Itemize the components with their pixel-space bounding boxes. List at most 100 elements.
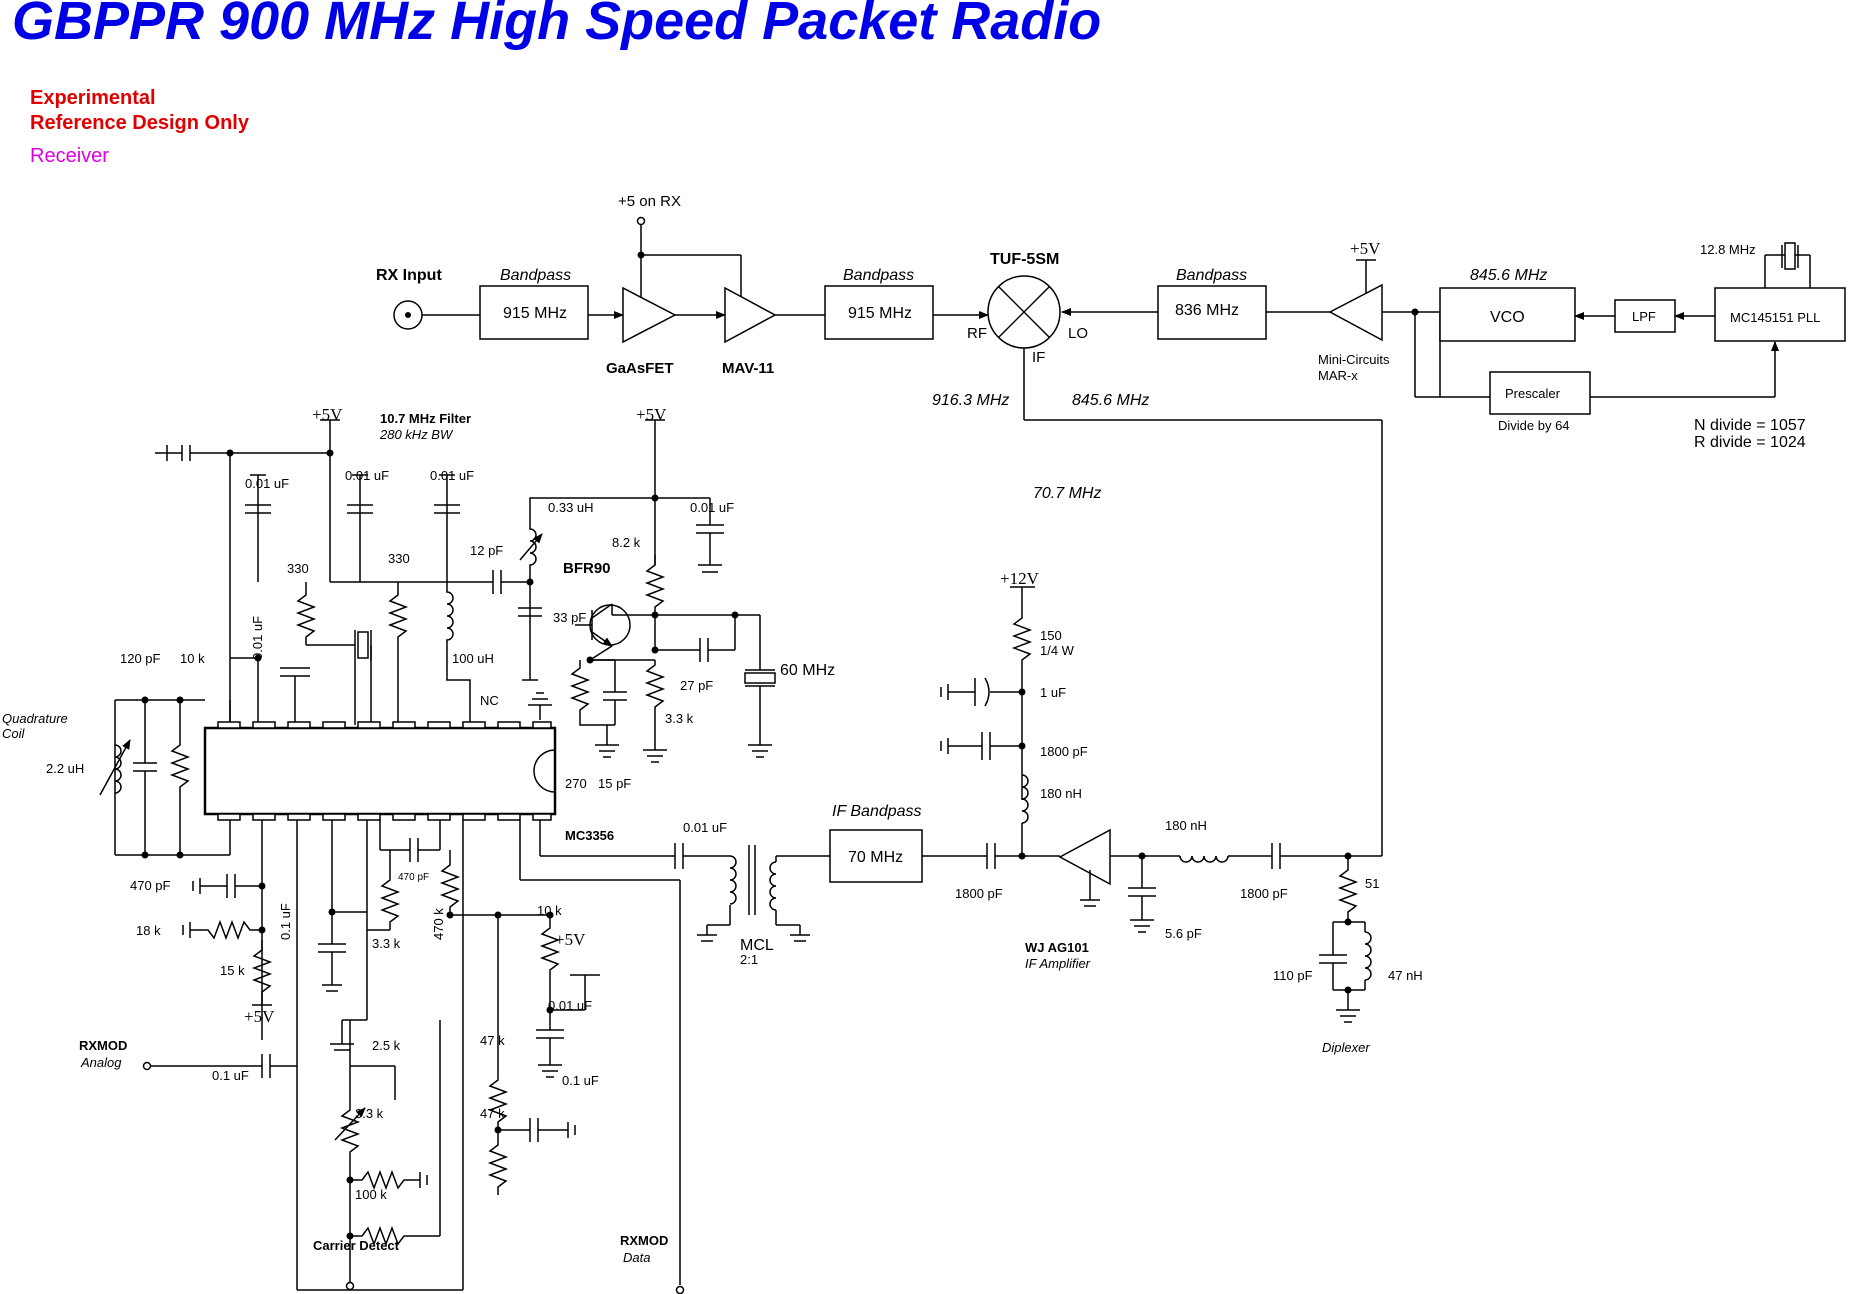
prescaler-label: Prescaler [1505,386,1561,401]
prescaler-block [1489,371,1591,415]
bfr90-label: BFR90 [563,560,611,577]
cap-001-vertical: 0.01 uF [250,616,265,660]
res-33k: 3.3 k [665,711,694,726]
analog-label: Analog [80,1055,122,1070]
rx-input-label: RX Input [376,267,442,284]
mav11-amplifier [724,286,777,344]
rxmod-analog-label: RXMOD [79,1038,127,1053]
if-supply-2: +5V [636,405,667,424]
if-bandpass-70mhz [829,829,923,883]
labels: +5 on RX RX Input Bandpass 915 MHz GaAsF… [2,193,1820,1265]
ind-100u: 100 uH [452,651,494,666]
cap-001-bottom: 0.01 uF [548,998,592,1013]
bandpass-freq-3: 836 MHz [1175,302,1239,319]
res-150: 150 [1040,628,1062,643]
res-470k: 470 k [431,908,446,940]
pot-25k: 2.5 k [372,1038,401,1053]
data-label: Data [623,1250,650,1265]
bandpass-freq-2: 915 MHz [848,305,912,322]
carrier-detect-terminal [345,1281,355,1291]
mixer-lo-port: LO [1068,325,1088,342]
vco-label: VCO [1490,309,1525,326]
bfr90-transistor [589,604,631,646]
mixer-label: TUF-5SM [990,251,1059,268]
res-330-b: 330 [388,551,410,566]
rf-frequency: 916.3 MHz [932,392,1009,409]
cap-470p: 470 pF [130,878,171,893]
bandpass-filter-3 [1157,285,1267,340]
cap-01u: 0.1 uF [278,903,293,940]
res-15k: 15 k [220,963,245,978]
pll-label: MC145151 PLL [1730,310,1820,325]
n-divide: N divide = 1057 [1694,417,1806,434]
cap-001-d: 0.01 uF [690,500,734,515]
lo-chain [1061,242,1846,415]
subtitle-receiver: Receiver [30,145,109,167]
if-supply-1: +5V [312,405,343,424]
cap-33p: 33 pF [553,610,586,625]
cap-1800-c: 1800 pF [1240,886,1288,901]
mc3356-pins-top [217,721,552,729]
page-title: GBPPR 900 MHz High Speed Packet Radio [12,0,1102,51]
rxmod-data-label: RXMOD [620,1233,668,1248]
cap-12p: 12 pF [470,543,503,558]
res-150-watts: 1/4 W [1040,643,1075,658]
crystal-60mhz [744,672,776,684]
rxmod-analog-terminal [142,1061,152,1071]
bottom-supply-2: +5V [555,930,586,949]
quad-coil-1: Quadrature [2,711,68,726]
lo-amp-supply: +5V [1350,239,1381,258]
res-51: 51 [1365,876,1379,891]
baseband-circuitry [142,820,685,1294]
nc-label: NC [480,693,499,708]
ind-22u: 2.2 uH [46,761,84,776]
lo-amp-label-1: Mini-Circuits [1318,352,1390,367]
mc3356-pins-bottom [217,813,552,821]
if-bandpass-label: IF Bandpass [832,803,922,820]
res-270: 270 [565,776,587,791]
if-bandpass-freq: 70 MHz [848,849,903,866]
cap-27p: 27 pF [680,678,713,693]
mcl-label: MCL [740,937,774,954]
diplexer-label: Diplexer [1322,1040,1370,1055]
mav11-label: MAV-11 [722,360,774,377]
cap-001-c: 0.01 uF [430,468,474,483]
mc145151-pll-block [1714,287,1846,342]
wj-ag101-amplifier [1058,828,1111,886]
res-10k: 10 k [180,651,205,666]
cap-01u-b: 0.1 uF [212,1068,249,1083]
cap-1800-a: 1800 pF [955,886,1003,901]
quad-coil-2: Coil [2,726,26,741]
cap-001-coupling: 0.01 uF [683,820,727,835]
vco-frequency: 845.6 MHz [1470,267,1547,284]
bandpass-filter-1 [479,285,589,340]
if-filter-title: 10.7 MHz Filter [380,411,471,426]
cap-1800-b: 1800 pF [1040,744,1088,759]
cap-001-a: 0.01 uF [245,476,289,491]
r-divide: R divide = 1024 [1694,434,1806,451]
amp-if-label: IF Amplifier [1025,956,1091,971]
mc3356-ic [203,726,557,816]
rxmod-data-terminal [675,1285,685,1294]
lpf-block [1614,299,1676,333]
cap-001-b: 0.01 uF [345,468,389,483]
ic-label: MC3356 [565,828,614,843]
res-33k-bottom: 3.3 k [372,936,401,951]
amp-wj-label: WJ AG101 [1025,940,1089,955]
cap-110p: 110 pF [1273,968,1313,983]
cap-1u: 1 uF [1040,685,1066,700]
mar-x-amplifier [1328,283,1383,342]
mc3356-if-strip [99,419,776,859]
res-47k-a: 47 k [480,1033,505,1048]
gaasfet-label: GaAsFET [606,360,674,377]
ind-180n-a: 180 nH [1040,786,1082,801]
plus12-supply: +12V [1000,569,1040,588]
res-330-a: 330 [287,561,309,576]
bottom-supply: +5V [244,1007,275,1026]
lo-amp-label-2: MAR-x [1318,368,1358,383]
prescaler-divide: Divide by 64 [1498,418,1570,433]
bandpass-freq-1: 915 MHz [503,305,567,322]
bandpass-label-2: Bandpass [843,267,914,284]
pll-crystal [1784,242,1796,270]
